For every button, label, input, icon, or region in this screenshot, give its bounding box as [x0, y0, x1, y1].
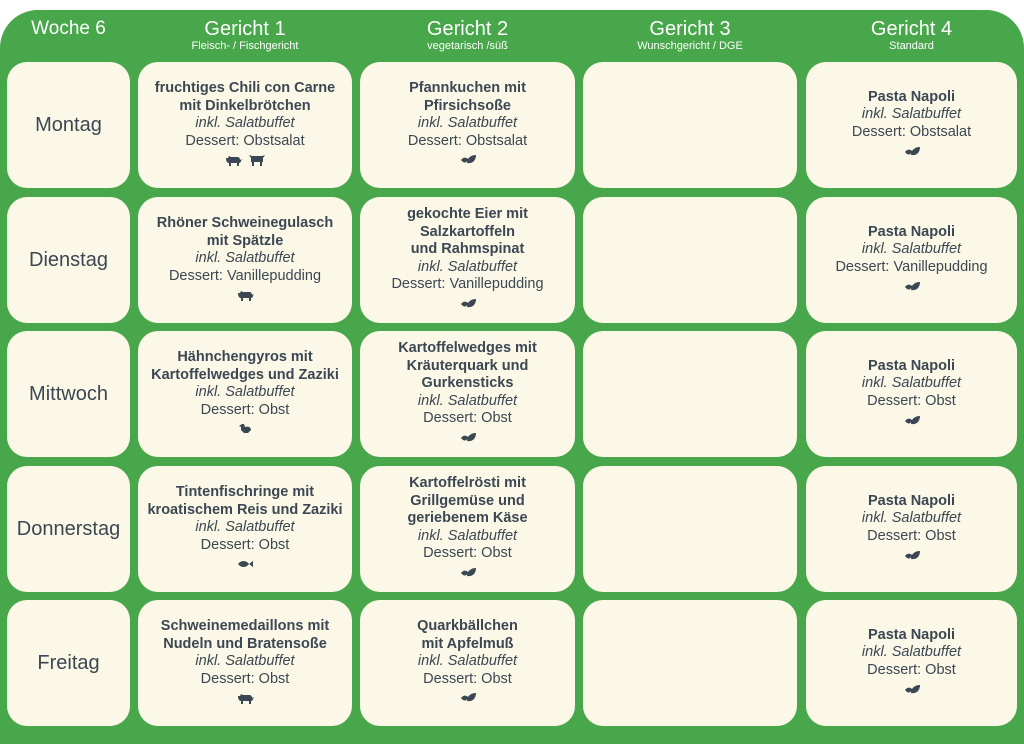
dish-title: Rhöner Schweinegulasch mit Spätzle — [156, 215, 334, 249]
dish-cell: Pfannkuchen mit Pfirsichsoße inkl. Salat… — [360, 62, 575, 188]
dish-dessert: Dessert: Obst — [867, 527, 956, 544]
dish-title: Pasta Napoli — [867, 223, 956, 240]
dish-cell — [583, 197, 797, 323]
dish-cell: Schweinemedaillons mit Nudeln und Braten… — [138, 600, 352, 726]
leaf-icon — [903, 550, 921, 568]
dish-cell: Rhöner Schweinegulasch mit Spätzle inkl.… — [138, 197, 352, 323]
column-subtitle: Wunschgericht / DGE — [637, 40, 743, 52]
dish-dessert: Dessert: Obst — [867, 392, 956, 409]
leaf-icon — [903, 281, 921, 299]
leaf-icon — [903, 146, 921, 164]
dish-title: Tintenfischringe mit kroatischem Reis un… — [147, 484, 343, 518]
column-subtitle: Standard — [889, 40, 934, 52]
leaf-icon — [459, 154, 477, 172]
dish-salad: inkl. Salatbuffet — [861, 644, 962, 661]
dish-cell: Hähnchengyros mit Kartoffelwedges und Za… — [138, 331, 352, 457]
column-title: Gericht 1 — [204, 18, 286, 40]
day-montag: Montag — [7, 62, 130, 188]
leaf-icon — [903, 415, 921, 433]
dish-title: Kartoffelrösti mit Grillgemüse und gerie… — [407, 475, 528, 527]
dish-title: Quarkbällchen mit Apfelmuß — [417, 618, 518, 652]
dish-salad: inkl. Salatbuffet — [195, 653, 295, 669]
dish-cell: Tintenfischringe mit kroatischem Reis un… — [138, 466, 352, 592]
dish-title: fruchtiges Chili con Carne mit Dinkelbrö… — [154, 80, 336, 114]
dish-dessert: Dessert: Obst — [423, 410, 512, 427]
dish-dessert: Dessert: Obstsalat — [185, 132, 305, 149]
dish-cell: gekochte Eier mit Salzkartoffeln und Rah… — [360, 197, 575, 323]
dish-cell: Pasta Napoli inkl. Salatbuffet Dessert: … — [806, 197, 1017, 323]
fish-icon — [236, 558, 254, 576]
dish-cell: fruchtiges Chili con Carne mit Dinkelbrö… — [138, 62, 352, 188]
dish-salad: inkl. Salatbuffet — [195, 115, 295, 131]
dish-salad: inkl. Salatbuffet — [861, 241, 962, 258]
dish-dessert: Dessert: Obstsalat — [851, 123, 972, 140]
dish-salad: inkl. Salatbuffet — [417, 258, 518, 275]
dish-cell: Kartoffelrösti mit Grillgemüse und gerie… — [360, 466, 575, 592]
pig-icon — [224, 154, 242, 172]
cow-icon — [248, 154, 266, 172]
dish-cell: Pasta Napoli inkl. Salatbuffet Dessert: … — [806, 600, 1017, 726]
week-label: Woche 6 — [31, 18, 106, 39]
dish-cell — [583, 331, 797, 457]
dish-salad: inkl. Salatbuffet — [417, 653, 518, 669]
dish-title: Pasta Napoli — [867, 357, 956, 374]
dish-dessert: Dessert: Vanillepudding — [835, 258, 988, 275]
dish-dessert: Dessert: Vanillepudding — [391, 276, 544, 293]
dish-dessert: Dessert: Obst — [867, 661, 956, 678]
pig-icon — [236, 289, 254, 307]
day-donnerstag: Donnerstag — [7, 466, 130, 592]
dish-salad: inkl. Salatbuffet — [417, 392, 518, 409]
dish-cell: Pasta Napoli inkl. Salatbuffet Dessert: … — [806, 331, 1017, 457]
pig-icon — [236, 692, 254, 710]
column-title: Gericht 4 — [870, 18, 953, 40]
leaf-icon — [459, 432, 477, 450]
dish-salad: inkl. Salatbuffet — [861, 375, 962, 392]
dish-title: Pfannkuchen mit Pfirsichsoße — [409, 80, 526, 114]
dish-cell — [583, 466, 797, 592]
dish-cell: Pasta Napoli inkl. Salatbuffet Dessert: … — [806, 62, 1017, 188]
column-subtitle: Fleisch- / Fischgericht — [191, 40, 299, 52]
dish-cell — [583, 62, 797, 188]
dish-salad: inkl. Salatbuffet — [195, 250, 295, 266]
column-subtitle: vegetarisch /süß — [427, 40, 508, 52]
dish-title: gekochte Eier mit Salzkartoffeln und Rah… — [407, 206, 528, 258]
dish-dessert: Dessert: Obst — [200, 536, 290, 553]
dish-dessert: Dessert: Obst — [200, 401, 290, 418]
dish-title: Pasta Napoli — [867, 88, 956, 105]
dish-dessert: Dessert: Obst — [200, 670, 290, 687]
day-dienstag: Dienstag — [7, 197, 130, 323]
dish-dessert: Dessert: Obst — [423, 545, 512, 562]
dish-salad: inkl. Salatbuffet — [861, 106, 962, 123]
dish-cell: Pasta Napoli inkl. Salatbuffet Dessert: … — [806, 466, 1017, 592]
day-freitag: Freitag — [7, 600, 130, 726]
dish-cell — [583, 600, 797, 726]
dish-cell: Kartoffelwedges mit Kräuterquark und Gur… — [360, 331, 575, 457]
dish-dessert: Dessert: Vanillepudding — [168, 267, 322, 284]
dish-cell: Quarkbällchen mit Apfelmuß inkl. Salatbu… — [360, 600, 575, 726]
dish-title: Kartoffelwedges mit Kräuterquark und Gur… — [398, 340, 537, 392]
dish-dessert: Dessert: Obst — [423, 670, 512, 687]
dish-salad: inkl. Salatbuffet — [417, 527, 518, 544]
dish-title: Schweinemedaillons mit Nudeln und Braten… — [160, 618, 330, 652]
chicken-icon — [236, 423, 254, 441]
dish-salad: inkl. Salatbuffet — [195, 384, 295, 400]
day-mittwoch: Mittwoch — [7, 331, 130, 457]
leaf-icon — [459, 692, 477, 710]
leaf-icon — [903, 684, 921, 702]
column-title: Gericht 2 — [426, 18, 509, 40]
dish-dessert: Dessert: Obstsalat — [407, 132, 528, 149]
dish-salad: inkl. Salatbuffet — [195, 519, 295, 535]
column-title: Gericht 3 — [649, 18, 731, 40]
dish-salad: inkl. Salatbuffet — [417, 115, 518, 131]
leaf-icon — [459, 298, 477, 316]
dish-title: Pasta Napoli — [867, 492, 956, 509]
dish-title: Hähnchengyros mit Kartoffelwedges und Za… — [151, 349, 339, 383]
leaf-icon — [459, 567, 477, 585]
dish-salad: inkl. Salatbuffet — [861, 510, 962, 527]
dish-title: Pasta Napoli — [867, 626, 956, 643]
